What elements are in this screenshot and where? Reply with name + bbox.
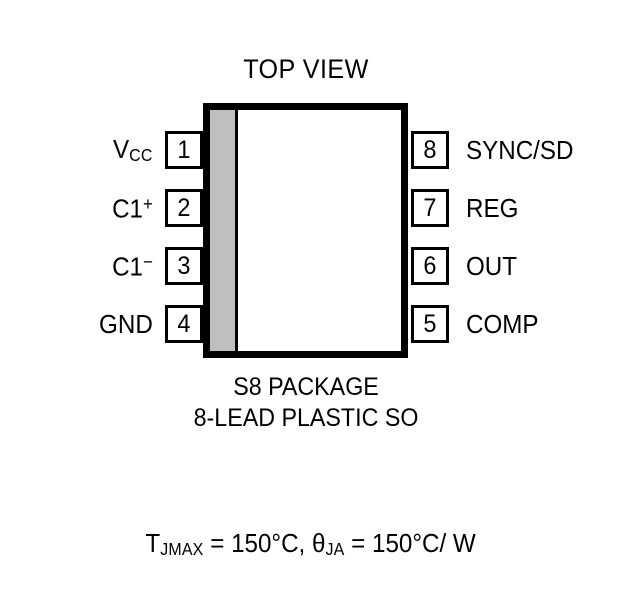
tjmax-symbol: T <box>145 528 161 558</box>
tjmax-subscript: JMAX <box>160 539 204 560</box>
pin-box-3: 3 <box>165 247 203 285</box>
pin-number: 5 <box>423 309 437 338</box>
tjmax-value: = 150°C, <box>203 528 313 558</box>
pin-number: 8 <box>423 135 437 164</box>
pin-name-text: SYNC/SD <box>466 135 574 165</box>
top-view-label: TOP VIEW <box>243 54 369 84</box>
pin-box-8: 8 <box>411 131 449 169</box>
pin-number: 1 <box>177 135 191 164</box>
pin-name-text: REG <box>466 193 519 223</box>
thermal-specification: TJMAX = 150°C, θJA = 150°C/ W <box>0 530 622 558</box>
pin-name-text: COMP <box>466 309 539 339</box>
pin-label-gnd: GND <box>20 305 153 343</box>
pin-number: 4 <box>177 309 191 338</box>
pin-label-reg: REG <box>466 189 522 227</box>
theta-ja-value: = 150°C/ W <box>344 528 477 558</box>
pin-number: 2 <box>177 193 191 222</box>
package-caption: S8 PACKAGE 8-LEAD PLASTIC SO <box>0 372 612 434</box>
pin1-orientation-stripe <box>210 110 238 351</box>
pin-label-c1-plus: C1+ <box>20 189 153 227</box>
pin-box-5: 5 <box>411 305 449 343</box>
pin-name-text: C1 <box>112 193 144 224</box>
package-name-line2: 8-LEAD PLASTIC SO <box>193 404 419 432</box>
package-body <box>203 103 408 358</box>
package-name-line1: S8 PACKAGE <box>233 373 379 401</box>
pin-name-superscript: − <box>143 251 153 272</box>
pin-number: 7 <box>423 193 437 222</box>
pin-label-vcc: VCC <box>20 131 153 169</box>
theta-ja-subscript: JA <box>325 539 345 560</box>
pin-label-c1-minus: C1− <box>20 247 153 285</box>
pin-label-sync-sd: SYNC/SD <box>466 131 582 169</box>
pin-name-text: GND <box>99 309 153 339</box>
pin-box-4: 4 <box>165 305 203 343</box>
pin-name-superscript: + <box>143 193 153 214</box>
pin-number: 6 <box>423 251 437 280</box>
theta-ja-symbol: θ <box>312 528 326 558</box>
pin-name-text: C1 <box>112 251 144 282</box>
pin-name-text: OUT <box>466 251 518 281</box>
pin-box-1: 1 <box>165 131 203 169</box>
pin-box-7: 7 <box>411 189 449 227</box>
pin-label-comp: COMP <box>466 305 544 343</box>
pin-number: 3 <box>177 251 191 280</box>
pin-box-6: 6 <box>411 247 449 285</box>
pin-name-subscript: CC <box>129 144 153 165</box>
pin-label-out: OUT <box>466 247 521 285</box>
pin-box-2: 2 <box>165 189 203 227</box>
pin-name-text: V <box>113 133 130 164</box>
